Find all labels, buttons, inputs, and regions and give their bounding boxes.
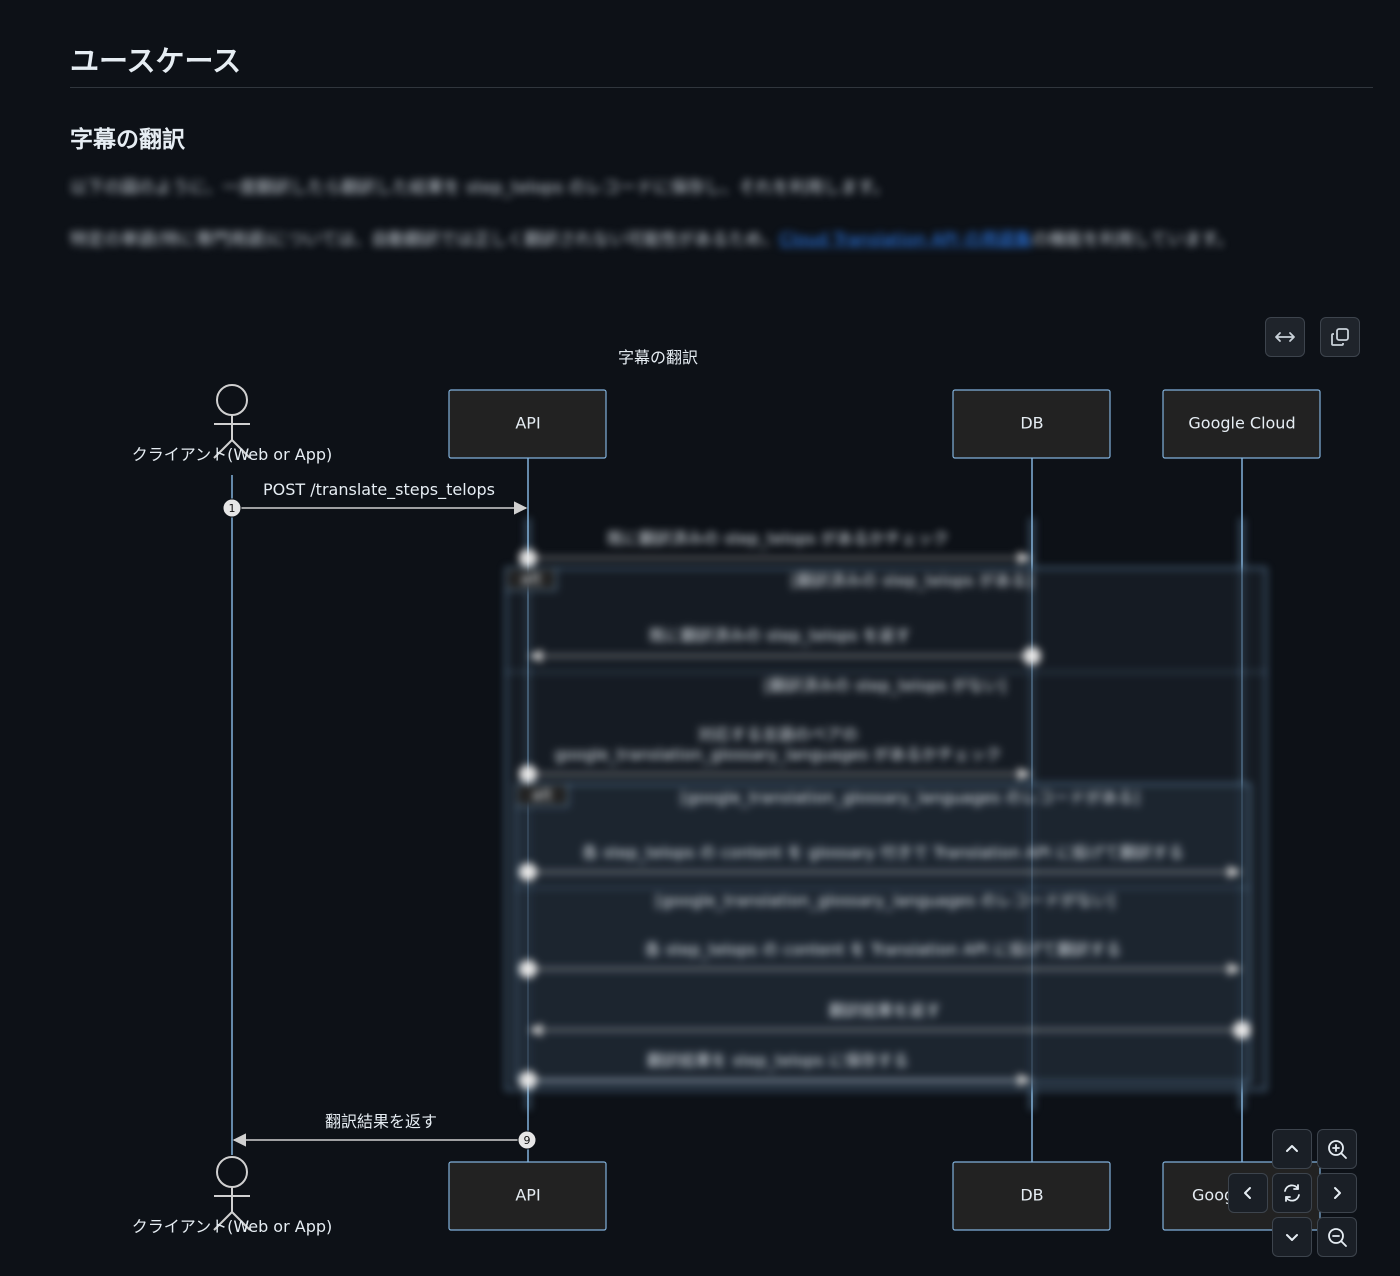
reset-icon — [1284, 1184, 1300, 1202]
alt-2-else: [google_translation_glossary_languages の… — [655, 891, 1115, 911]
participant-api-top — [448, 389, 607, 459]
paragraph-2-text-after: の機能を利用しています。 — [1031, 230, 1234, 250]
message-1-label: POST /translate_steps_telops — [263, 480, 495, 500]
alt-1-else: [翻訳済みの step_telops がない] — [764, 676, 1006, 696]
participant-api-bottom-label: API — [515, 1186, 540, 1205]
participant-db-top — [952, 389, 1111, 459]
alt-block-2 — [515, 783, 1251, 1083]
participant-db-label: DB — [1020, 414, 1043, 433]
participant-db-bottom — [952, 1161, 1111, 1231]
actor-client-label: クライアント(Web or App) — [132, 445, 333, 464]
sequence-number-1-text: 1 — [229, 502, 236, 515]
chevron-down-icon — [1286, 1234, 1298, 1241]
participant-gcloud-label: Google Cloud — [1188, 414, 1295, 433]
copy-icon — [1331, 328, 1349, 346]
section-title: 字幕の翻訳 — [70, 127, 185, 153]
sequence-number-9-text: 9 — [524, 1134, 531, 1147]
actor-client-bottom: クライアント(Web or App) — [132, 1156, 333, 1236]
message-4-label-line2: google_translation_glossary_languages があ… — [554, 745, 1001, 765]
title-divider — [70, 87, 1373, 88]
sequence-diagram[interactable]: 字幕の翻訳 クライアント(Web or App) API DB Google C… — [0, 300, 1400, 1276]
actor-client-bottom-label: クライアント(Web or App) — [132, 1217, 333, 1236]
sequence-number-1 — [222, 498, 242, 518]
message-8-label: 翻訳結果を step_telops に保存する — [647, 1051, 909, 1071]
copy-button[interactable] — [1320, 317, 1360, 357]
participant-api-label: API — [515, 414, 540, 433]
paragraph-2: 特定の単語(特に専門用語)については、自動翻訳では正しく翻訳されない可能性がある… — [70, 225, 1360, 255]
glossary-link[interactable]: Cloud Translation API の用語集 — [779, 230, 1032, 250]
pan-right-button[interactable] — [1317, 1173, 1357, 1213]
participant-api-bottom — [448, 1161, 607, 1231]
diagram-title: 字幕の翻訳 — [618, 348, 698, 367]
message-9-label: 翻訳結果を返す — [325, 1112, 437, 1131]
reset-view-button[interactable] — [1272, 1173, 1312, 1213]
chevron-up-icon — [1286, 1145, 1298, 1152]
pan-left-button[interactable] — [1228, 1173, 1268, 1213]
paragraph-2-text-before: 特定の単語(特に専門用語)については、自動翻訳では正しく翻訳されない可能性がある… — [70, 230, 780, 250]
pan-up-button[interactable] — [1272, 1129, 1312, 1169]
paragraph-1: 以下の図のように、一度翻訳したら翻訳した結果を step_telops のレコー… — [70, 173, 1360, 203]
arrows-horizontal-icon — [1275, 332, 1295, 342]
zoom-in-icon — [1328, 1140, 1347, 1159]
participant-gcloud-bottom-label: Goog — [1192, 1186, 1234, 1205]
zoom-in-button[interactable] — [1317, 1129, 1357, 1169]
paragraph-1-text: 以下の図のように、一度翻訳したら翻訳した結果を step_telops のレコー… — [70, 178, 890, 198]
blurred-interactions: 既に翻訳済みの step_telops があるかチェック alt [翻訳済みの … — [505, 518, 1267, 1110]
message-2-label: 既に翻訳済みの step_telops があるかチェック — [607, 529, 949, 549]
chevron-left-icon — [1244, 1187, 1251, 1199]
sequence-number-9 — [517, 1130, 537, 1150]
pan-down-button[interactable] — [1272, 1217, 1312, 1257]
page-title: ユースケース — [70, 44, 242, 78]
participant-db-bottom-label: DB — [1020, 1186, 1043, 1205]
message-6-label: 各 step_telops の content を Translation AP… — [645, 940, 1122, 960]
alt-2-label: alt — [532, 785, 553, 804]
message-4-label-line1: 対応する言語のペアの — [698, 725, 858, 744]
participant-gcloud-top — [1162, 389, 1321, 459]
message-7-label: 翻訳結果を返す — [829, 1001, 941, 1020]
alt-1-condition: [翻訳済みの step_telops がある] — [791, 571, 1033, 591]
chevron-right-icon — [1334, 1187, 1341, 1199]
actor-client-top: クライアント(Web or App) — [132, 384, 333, 464]
zoom-out-button[interactable] — [1317, 1217, 1357, 1257]
alt-1-label: alt — [521, 569, 542, 588]
fit-width-button[interactable] — [1265, 317, 1305, 357]
zoom-out-icon — [1328, 1228, 1347, 1247]
message-3-label: 既に翻訳済みの step_telops を返す — [649, 626, 911, 646]
alt-2-condition: [google_translation_glossary_languages の… — [680, 788, 1140, 808]
sequence-diagram-svg: 字幕の翻訳 クライアント(Web or App) API DB Google C… — [132, 348, 1321, 1236]
message-5-label: 各 step_telops の content を glossary 付きで T… — [582, 843, 1184, 863]
